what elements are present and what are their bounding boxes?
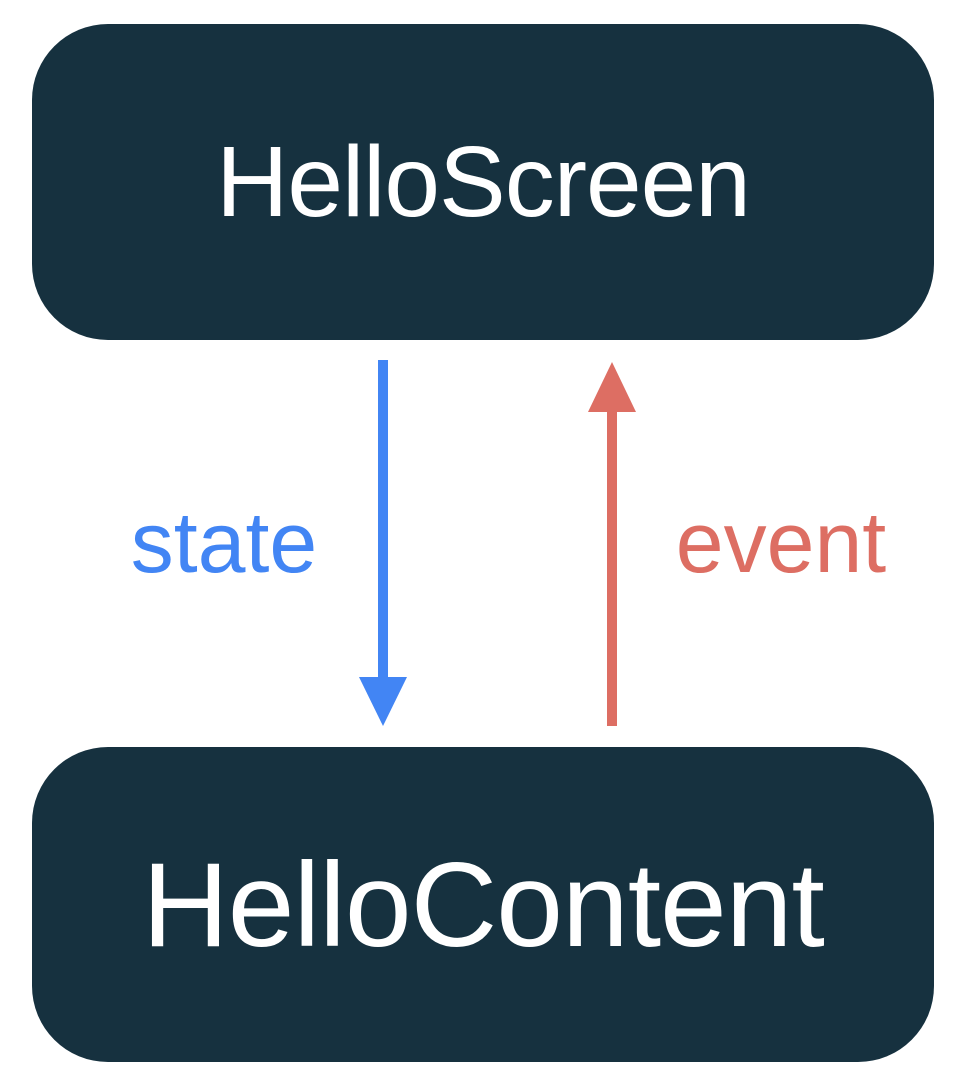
node-helloscreen-label: HelloScreen — [216, 126, 751, 238]
node-hellocontent-label: HelloContent — [142, 837, 825, 972]
state-down-arrow-icon — [359, 360, 407, 726]
node-hellocontent: HelloContent — [32, 747, 934, 1062]
node-helloscreen: HelloScreen — [32, 24, 934, 340]
event-edge-label: event — [675, 495, 887, 591]
state-edge-label: state — [130, 495, 318, 591]
event-up-arrow-icon — [588, 362, 636, 726]
